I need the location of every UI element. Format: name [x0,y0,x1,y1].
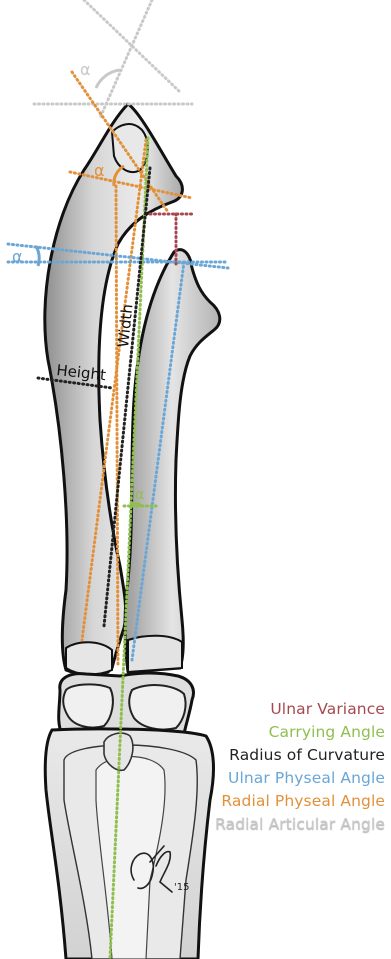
legend-item-carrying-angle: Carrying Angle [215,721,385,744]
legend-item-radius-of-curvature: Radius of Curvature [215,744,385,767]
alpha-label-ulnar-physeal: α [12,247,23,266]
legend-item-radial-physeal-angle: Radial Physeal Angle [215,790,385,813]
bones [45,104,220,959]
ulna-distal-end [128,636,182,672]
alpha-label-radial-articular: α [80,60,91,79]
legend-item-radial-articular-angle: Radial Articular Angle [215,813,385,836]
alpha-label-radial-physeal: α [94,161,105,180]
carpal-bone-right [129,685,185,729]
signature-year: '15 [174,882,189,893]
legend-item-ulnar-physeal-angle: Ulnar Physeal Angle [215,767,385,790]
radius-distal-end [66,642,112,674]
legend-item-ulnar-variance: Ulnar Variance [215,698,385,721]
radial-articular-line-3 [100,0,152,118]
alpha-label-carrying: α [135,487,144,503]
